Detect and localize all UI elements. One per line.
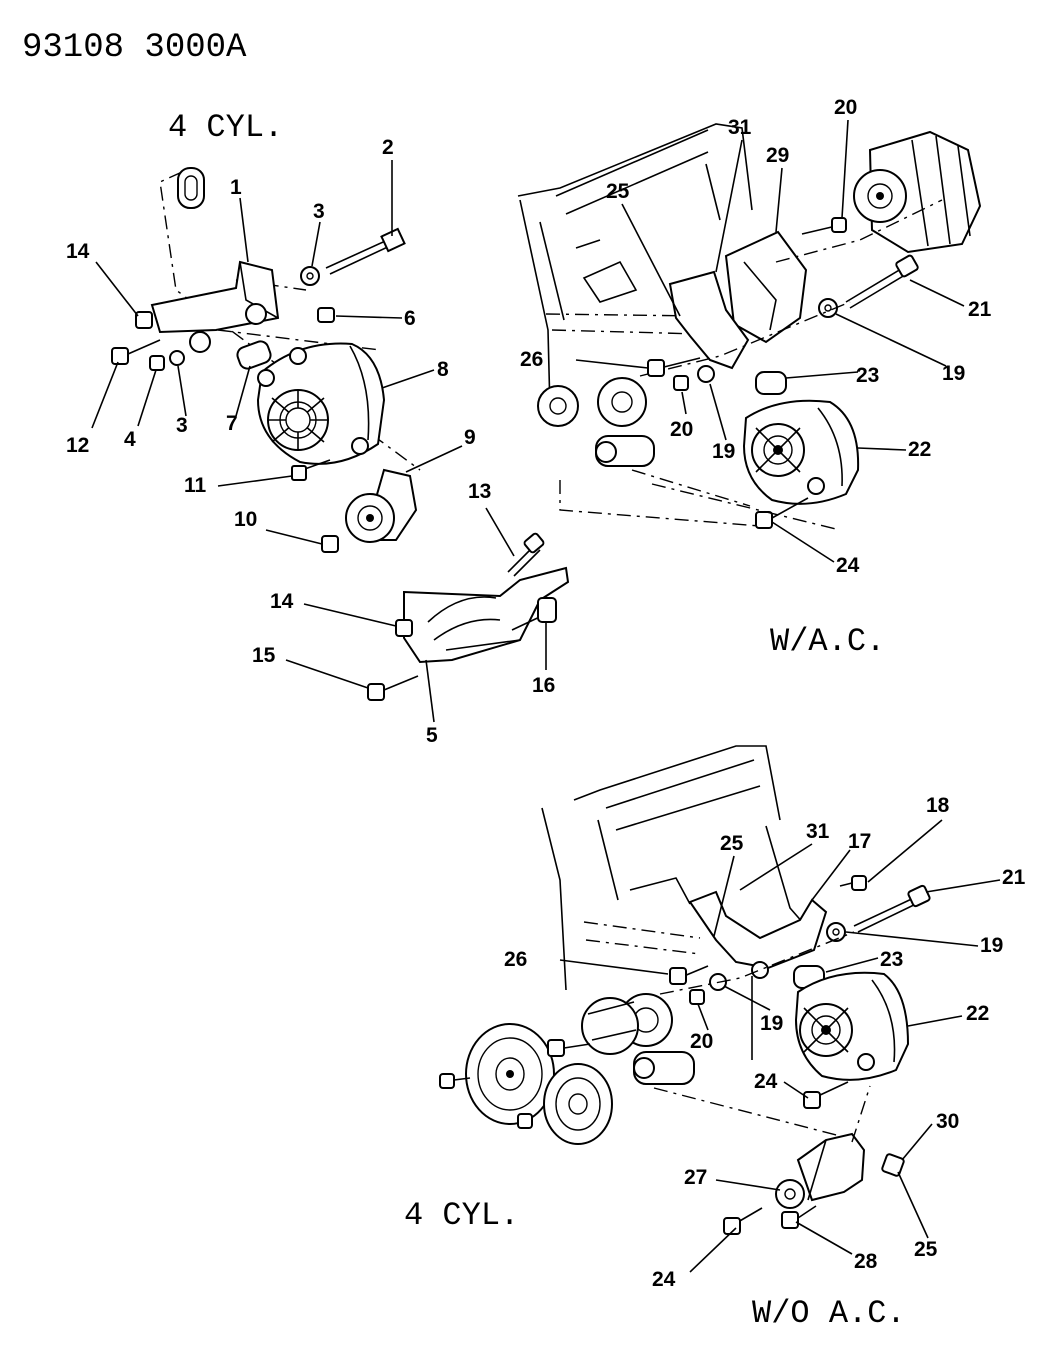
callout: 3 [176,414,188,437]
callout: 26 [520,348,543,371]
callout: 21 [968,298,992,321]
nut [317,307,335,323]
crankshaft-pulley [465,1023,555,1125]
callout: 20 [834,96,857,119]
callout: 17 [848,830,871,853]
callout: 26 [504,948,527,971]
callout: 23 [856,364,879,387]
callout: 25 [720,832,744,855]
callout: 20 [670,418,693,441]
alternator-bracket [688,890,828,970]
callout: 10 [234,508,257,531]
callout: 22 [966,1002,989,1025]
callout: 9 [464,426,476,449]
alternator [256,342,386,465]
caption-bottom-right: W/O A.C. [752,1295,906,1332]
callout: 16 [532,674,555,697]
ac-mounting-bracket [668,270,750,370]
callout: 24 [836,554,860,577]
callouts-top-left: 2 1 3 14 6 8 12 4 3 7 9 11 13 10 14 15 1… [66,136,555,747]
callout: 8 [437,358,449,381]
callout: 31 [806,820,830,843]
callout: 23 [880,948,903,971]
callout-leaders [91,119,1001,1273]
callout: 19 [980,934,1003,957]
callouts-bottom: 18 31 17 25 21 19 26 23 22 20 19 24 30 2… [504,794,1026,1291]
callout: 11 [184,474,207,497]
drawing-id: 93108 3000A [22,29,247,67]
callout: 6 [404,307,416,330]
adjusting-bracket-no-ac [775,1132,905,1209]
ac-compressor [853,130,982,254]
callout: 22 [908,438,931,461]
callout: 21 [1002,866,1026,889]
callout: 7 [226,412,238,435]
alternator-ac [742,399,860,505]
callout: 25 [914,1238,938,1261]
callout: 28 [854,1250,878,1273]
bottom-assembly [439,745,931,1235]
caption-top-left: 4 CYL. [168,109,283,146]
callout: 31 [728,116,752,139]
callout: 2 [382,136,394,159]
callout: 1 [230,176,242,199]
callout: 19 [942,362,965,385]
callouts-top-right: 20 31 29 25 21 26 19 23 20 19 22 24 [520,96,992,577]
callout: 15 [252,644,276,667]
callout: 18 [926,794,950,817]
callout: 4 [124,428,136,451]
caption-bottom-left: 4 CYL. [404,1197,519,1234]
callout: 24 [754,1070,778,1093]
callout: 27 [684,1166,707,1189]
alternator-no-ac [794,971,910,1081]
callout: 20 [690,1030,713,1053]
callout: 30 [936,1110,959,1133]
idler-pulley [321,468,418,553]
callout: 14 [66,240,90,263]
callout: 29 [766,144,789,167]
top-right-assembly [517,123,982,531]
callout: 19 [760,1012,783,1035]
callout: 24 [652,1268,676,1291]
caption-top-right: W/A.C. [770,623,885,660]
callout: 13 [468,480,491,503]
callout: 3 [313,200,325,223]
crankshaft-pulley-2 [543,1063,613,1145]
top-left-assembly [111,167,570,701]
callout: 25 [606,180,630,203]
callout: 5 [426,724,438,747]
callout: 14 [270,590,294,613]
callout: 12 [66,434,89,457]
callout: 19 [712,440,735,463]
